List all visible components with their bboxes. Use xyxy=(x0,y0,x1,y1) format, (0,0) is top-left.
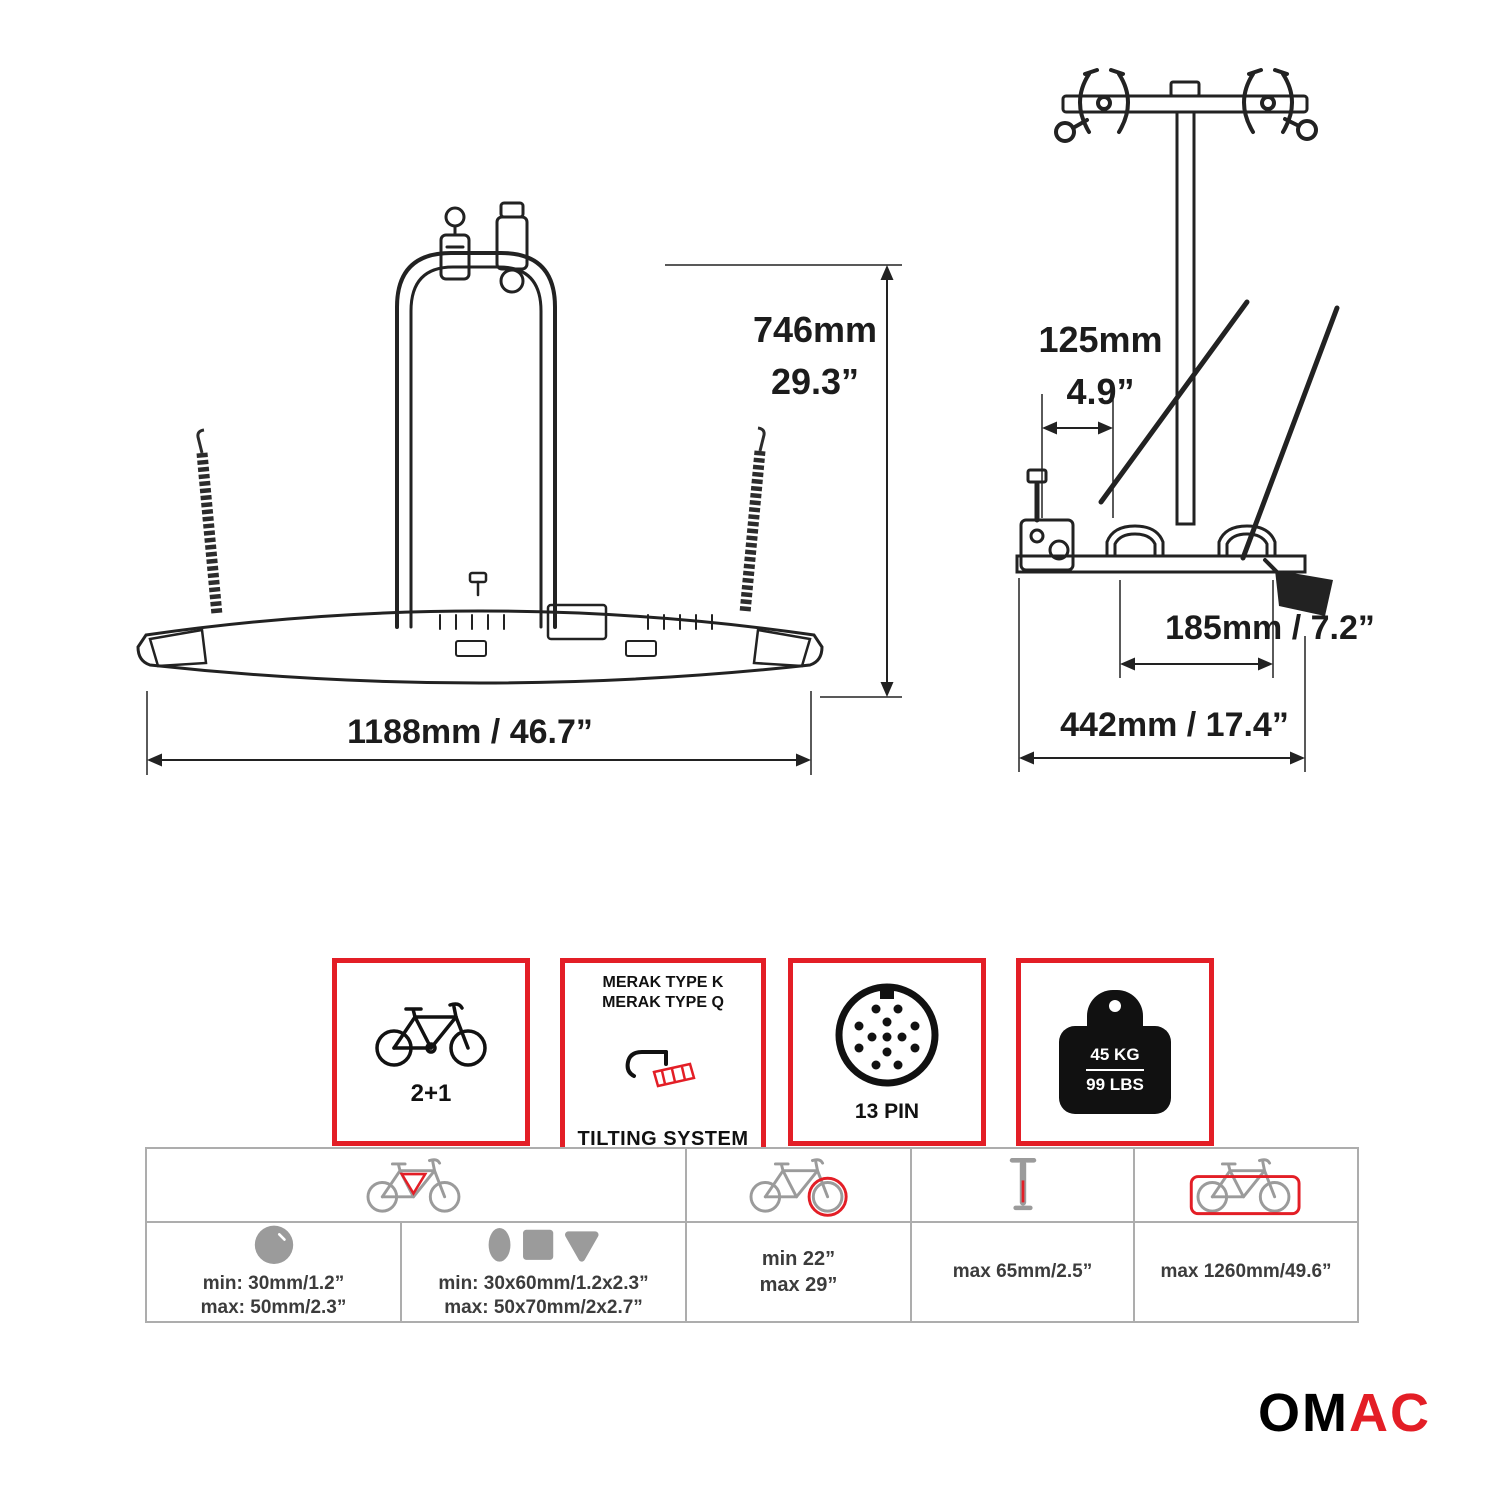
hitch-assembly xyxy=(1019,468,1075,572)
feature-box-tilting: MERAK TYPE K MERAK TYPE Q TILTING SYSTEM xyxy=(560,958,766,1166)
bike-wheel-icon xyxy=(749,1158,848,1217)
bike-icon xyxy=(375,1002,487,1067)
merak-type-q: MERAK TYPE Q xyxy=(602,994,724,1011)
side-view-drawing xyxy=(1015,68,1340,772)
weight-divider xyxy=(1086,1069,1144,1071)
dim-height-mm: 746mm xyxy=(752,309,878,350)
merak-type-k: MERAK TYPE K xyxy=(602,974,724,991)
platform-slots xyxy=(439,614,713,630)
wheel-size-max: max 29” xyxy=(759,1274,838,1296)
header-tire-width xyxy=(912,1149,1135,1223)
seatpost-gauge-icon xyxy=(1009,1158,1036,1211)
pin-connector-icon xyxy=(835,983,939,1087)
load-kg: 45 KG xyxy=(1090,1045,1140,1064)
oval-tube-min: min: 30x60mm/1.2x2.3” xyxy=(438,1272,649,1294)
spring-arms xyxy=(196,426,766,616)
feature-box-plug: 13 PIN xyxy=(788,958,986,1146)
cell-tire-width: max 65mm/2.5” xyxy=(912,1223,1135,1321)
feature-box-load: 45 KG 99 LBS xyxy=(1016,958,1214,1146)
omac-logo: OMAC xyxy=(1258,1386,1431,1440)
bike-frame-icon xyxy=(366,1158,461,1213)
cell-wheel-size: min 22” max 29” xyxy=(687,1223,912,1321)
tire-width-value: max 65mm/2.5” xyxy=(952,1260,1093,1282)
side-right-wheel-clamp-icon xyxy=(1242,68,1318,141)
width-dimension-line xyxy=(146,691,812,775)
tilting-icon xyxy=(625,1049,696,1087)
side-left-wheel-clamp-icon xyxy=(1054,68,1130,143)
oval-tube-max: max: 50x70mm/2x2.7” xyxy=(444,1297,643,1319)
dim-spread-label: 185mm / 7.2” xyxy=(1165,609,1375,647)
cell-oval-tube: min: 30x60mm/1.2x2.3” max: 50x70mm/2x2.7… xyxy=(402,1223,687,1321)
weight-hole xyxy=(1109,1000,1121,1012)
pin-label: 13 PIN xyxy=(854,1100,920,1123)
cell-round-tube: min: 30mm/1.2” max: 50mm/2.3” xyxy=(147,1223,402,1321)
dim-offset-mm: 125mm xyxy=(1038,319,1163,360)
front-left-clamp-icon xyxy=(439,206,471,281)
tilting-label: TILTING SYSTEM xyxy=(577,1128,749,1150)
capacity-label: 2+1 xyxy=(410,1080,452,1107)
round-tube-max: max: 50mm/2.3” xyxy=(200,1297,347,1319)
logo-part-black: OM xyxy=(1258,1383,1349,1443)
round-tube-min: min: 30mm/1.2” xyxy=(202,1272,345,1294)
cell-wheelbase: max 1260mm/49.6” xyxy=(1135,1223,1357,1321)
bike-length-icon xyxy=(1189,1158,1301,1216)
header-wheelbase xyxy=(1135,1149,1357,1223)
front-view-drawing xyxy=(136,201,902,775)
wheelbase-value: max 1260mm/49.6” xyxy=(1160,1260,1332,1282)
depth-dimension-line xyxy=(1018,578,1306,772)
height-dimension-line xyxy=(665,264,902,698)
spec-table: min: 30mm/1.2” max: 50mm/2.3” min: 30x60… xyxy=(145,1147,1359,1323)
tube-shapes-icon xyxy=(488,1228,599,1262)
feature-box-capacity: 2+1 xyxy=(332,958,530,1146)
wheel-cradles xyxy=(1105,524,1277,558)
spread-dimension-line xyxy=(1119,580,1274,678)
wheel-size-min: min 22” xyxy=(761,1248,836,1270)
header-frame-tube xyxy=(147,1149,687,1223)
dim-depth-label: 442mm / 17.4” xyxy=(1060,706,1289,744)
logo-part-red: AC xyxy=(1349,1383,1431,1443)
dim-offset-in: 4.9” xyxy=(1066,370,1135,412)
dim-height-label: 746mm 29.3” xyxy=(745,308,885,404)
dim-width-label: 1188mm / 46.7” xyxy=(347,713,593,751)
dim-height-in: 29.3” xyxy=(770,360,860,402)
weight-icon: 45 KG 99 LBS xyxy=(1059,990,1171,1114)
foot-lever xyxy=(1275,570,1333,616)
front-right-clamp-icon xyxy=(495,201,529,294)
weight-body: 45 KG 99 LBS xyxy=(1059,1026,1171,1114)
round-tube-icon xyxy=(254,1225,293,1265)
header-wheel-size xyxy=(687,1149,912,1223)
offset-dimension-line xyxy=(1041,394,1114,518)
load-lbs: 99 LBS xyxy=(1086,1075,1144,1094)
dim-offset-label: 125mm 4.9” xyxy=(1028,318,1173,414)
